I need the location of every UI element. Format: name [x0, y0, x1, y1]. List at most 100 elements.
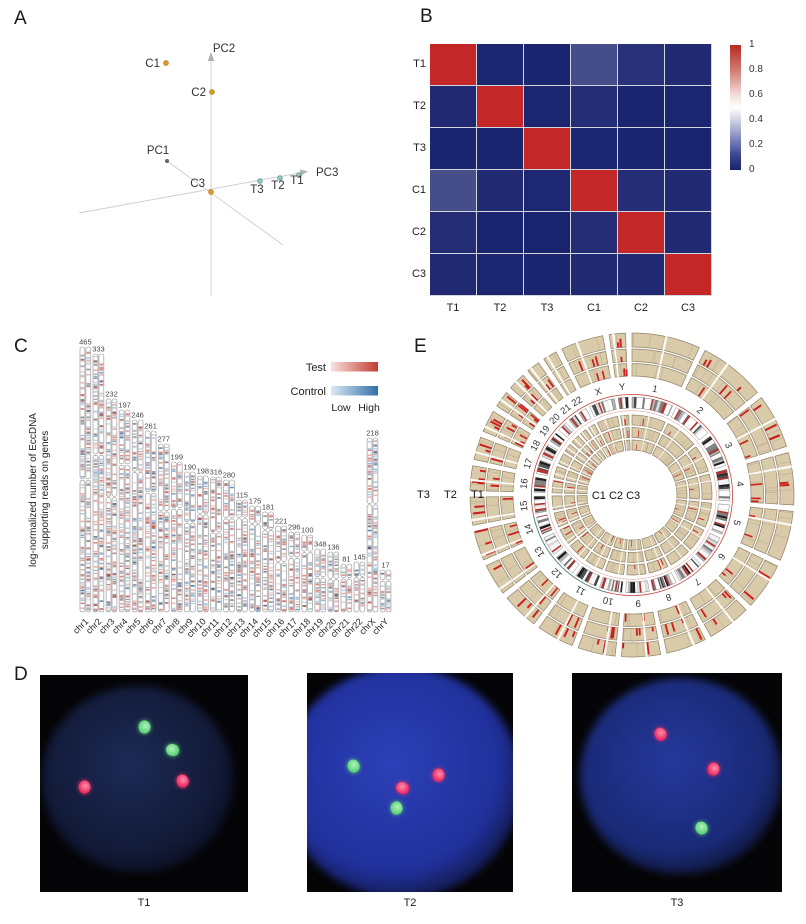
band	[132, 536, 137, 539]
ring-divider	[555, 469, 566, 474]
band	[145, 442, 150, 445]
circos-red-mark	[531, 609, 540, 619]
band	[93, 433, 98, 436]
band	[308, 562, 312, 564]
band	[93, 569, 98, 571]
band	[185, 509, 189, 511]
circos-red-mark	[758, 570, 771, 579]
ideogram-band	[541, 454, 553, 461]
band	[86, 450, 91, 453]
band	[93, 359, 98, 362]
ring-divider	[776, 461, 791, 465]
band	[250, 597, 254, 599]
band	[191, 543, 195, 546]
band	[106, 534, 111, 537]
circos-red-mark	[625, 369, 628, 377]
band	[106, 566, 111, 568]
band	[237, 564, 241, 566]
centromere-gap	[524, 563, 536, 573]
band	[269, 573, 273, 575]
band	[119, 431, 124, 433]
band	[106, 526, 111, 528]
ideogram-band	[558, 427, 569, 438]
band	[86, 419, 91, 421]
band	[86, 426, 91, 429]
circos-chromosome-label: 5	[730, 519, 742, 527]
circos-ring-segment	[699, 473, 713, 501]
ring-divider	[592, 369, 597, 382]
band	[119, 514, 124, 517]
ring-divider	[674, 510, 684, 515]
band	[250, 552, 254, 554]
band	[211, 588, 215, 591]
band	[80, 382, 85, 384]
ring-divider	[697, 466, 707, 471]
band	[263, 550, 267, 553]
chromosome-arm	[340, 563, 347, 578]
ring-divider	[580, 548, 588, 557]
ring-divider	[663, 438, 669, 447]
heatmap-col-label: T3	[540, 302, 554, 314]
ideogram-band	[654, 578, 661, 590]
ideogram-centromere	[580, 410, 588, 422]
band	[93, 428, 98, 430]
ideogram-band	[622, 397, 626, 409]
circos-ring-segment	[469, 465, 487, 492]
ideogram-centromere	[664, 575, 671, 586]
band	[99, 392, 104, 395]
circos-red-mark	[530, 399, 536, 405]
ring-divider	[613, 627, 616, 640]
ring-divider	[560, 458, 570, 464]
band	[145, 566, 150, 568]
band	[99, 432, 104, 434]
ideogram-band	[547, 444, 558, 452]
band	[263, 571, 267, 573]
ideogram-band	[718, 485, 730, 488]
heatmap-cell	[618, 128, 664, 169]
ideogram-band	[690, 422, 699, 432]
band	[151, 599, 156, 601]
band	[172, 500, 176, 503]
band	[125, 549, 130, 551]
centromere-gap	[576, 454, 586, 462]
pca-axis-line	[166, 160, 284, 246]
band	[289, 563, 293, 566]
ideogram-band	[544, 450, 555, 457]
band	[159, 474, 163, 477]
circos-red-mark	[584, 469, 593, 475]
ideogram-band	[716, 472, 728, 476]
band	[80, 400, 85, 403]
band	[86, 520, 91, 523]
ring-divider	[681, 603, 688, 615]
band	[138, 589, 143, 592]
band	[276, 575, 280, 577]
band	[151, 524, 156, 527]
band	[250, 510, 254, 512]
band	[354, 594, 359, 596]
band	[367, 449, 372, 451]
centromere-gap	[480, 548, 496, 557]
band	[250, 550, 254, 552]
band	[198, 536, 202, 539]
band	[164, 494, 169, 497]
band	[93, 383, 98, 386]
circos-red-mark	[673, 473, 682, 478]
circos-red-mark	[721, 572, 727, 577]
ideogram-band	[534, 488, 546, 492]
circos-red-mark	[586, 452, 591, 457]
band	[334, 573, 339, 576]
ring-divider	[734, 580, 745, 589]
band	[112, 533, 117, 535]
band	[177, 525, 182, 528]
band	[191, 598, 195, 600]
circos-ring-segment	[547, 603, 584, 632]
ideogram-band	[655, 400, 662, 412]
band	[386, 587, 391, 589]
band	[217, 508, 221, 511]
ring-divider	[590, 638, 595, 652]
circos-red-mark	[706, 359, 712, 368]
ring-divider	[510, 413, 522, 421]
band	[159, 499, 163, 500]
